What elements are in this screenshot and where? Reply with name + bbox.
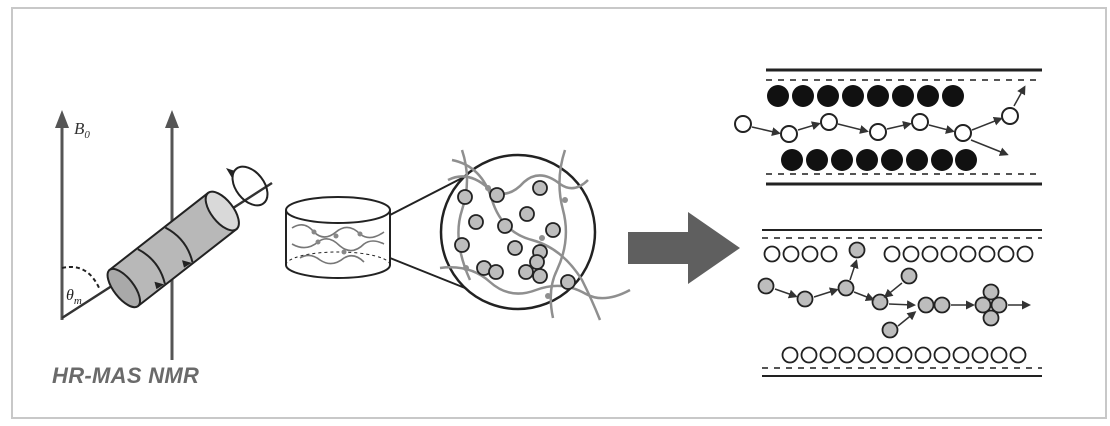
gel-sample-dish-icon (285, 196, 391, 279)
field-label-main: B (74, 119, 85, 138)
angle-label-sub: m (74, 295, 82, 307)
magic-angle-arc (61, 266, 101, 291)
zoom-line-top (389, 175, 467, 216)
magnified-pore-circle-icon (439, 149, 631, 321)
spin-arrow-icon (226, 165, 269, 207)
rotor-cylinder-icon (106, 190, 240, 309)
field-label-sub: 0 (84, 129, 90, 141)
diffusion-channel-bottom (757, 229, 1042, 377)
figure-caption: HR-MAS NMR (52, 363, 200, 388)
angle-label: θm (66, 287, 82, 307)
figure-frame (11, 7, 1107, 419)
field-label: B0 (74, 119, 90, 141)
diffusion-channel-top (734, 68, 1042, 186)
angle-label-main: θ (66, 287, 74, 304)
zoom-line-bottom (389, 257, 471, 291)
process-arrow-icon (628, 212, 740, 284)
